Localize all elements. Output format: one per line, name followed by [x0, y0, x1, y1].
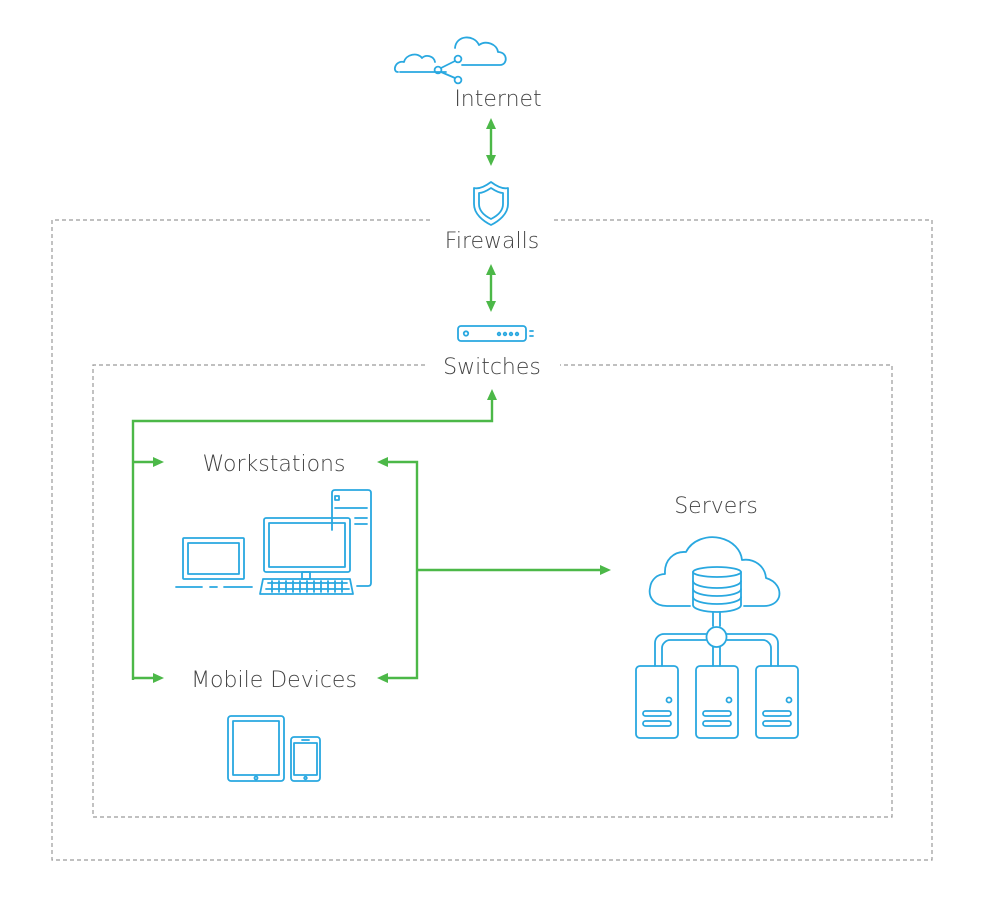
- arrowhead-right: [600, 565, 611, 575]
- arrowhead-down: [486, 301, 496, 312]
- perimeter-zone: [51, 219, 933, 861]
- perimeter-zone-border: [51, 219, 933, 861]
- connector-devices-switches: [131, 389, 497, 680]
- server-rack-icon: [635, 665, 799, 739]
- connector-left-bus-workstations: [133, 457, 164, 467]
- connector-right-bus-servers: [417, 565, 611, 575]
- connector-firewalls-switches: [486, 264, 496, 312]
- arrowhead-down: [486, 155, 496, 166]
- workstations-label: Workstations: [203, 452, 346, 477]
- workstations-node[interactable]: Workstations: [175, 452, 372, 595]
- mobile-devices-node[interactable]: Mobile Devices: [191, 668, 357, 782]
- arrowhead-up: [487, 389, 497, 400]
- arrowhead-up: [486, 118, 496, 129]
- servers-label: Servers: [674, 494, 758, 519]
- servers-node[interactable]: Servers: [635, 494, 799, 739]
- mobile-devices-label: Mobile Devices: [191, 668, 357, 693]
- internal-network-zone: [92, 364, 893, 818]
- arrowhead-up: [486, 264, 496, 275]
- switches-node[interactable]: Switches: [443, 325, 541, 380]
- connector-right-bus-workstations: [377, 457, 419, 570]
- connector-left-bus-mobile: [133, 673, 164, 683]
- cloud-database-icon: [648, 536, 781, 613]
- arrowhead-left: [377, 457, 388, 467]
- connector-right-bus-mobile: [377, 570, 419, 683]
- cloud-network-icon: [393, 36, 507, 85]
- shield-icon: [473, 181, 509, 226]
- keyboard-icon: [259, 578, 354, 595]
- internal-network-zone-border: [92, 364, 893, 818]
- desktop-monitor-icon: [263, 517, 351, 580]
- arrowhead-right: [153, 457, 164, 467]
- phone-icon: [290, 736, 321, 782]
- internet-node[interactable]: Internet: [393, 36, 542, 112]
- internet-label: Internet: [454, 87, 541, 112]
- tablet-icon: [227, 715, 285, 782]
- desktop-tower-icon: [331, 489, 372, 587]
- firewalls-label: Firewalls: [445, 229, 539, 254]
- network-hub-icon: [654, 612, 779, 667]
- laptop-icon: [175, 537, 253, 588]
- firewalls-node[interactable]: Firewalls: [445, 181, 539, 254]
- switch-device-icon: [457, 325, 534, 342]
- arrowhead-right: [153, 673, 164, 683]
- arrowhead-left: [377, 673, 388, 683]
- connector-internet-firewalls: [486, 118, 496, 166]
- switches-label: Switches: [443, 355, 541, 380]
